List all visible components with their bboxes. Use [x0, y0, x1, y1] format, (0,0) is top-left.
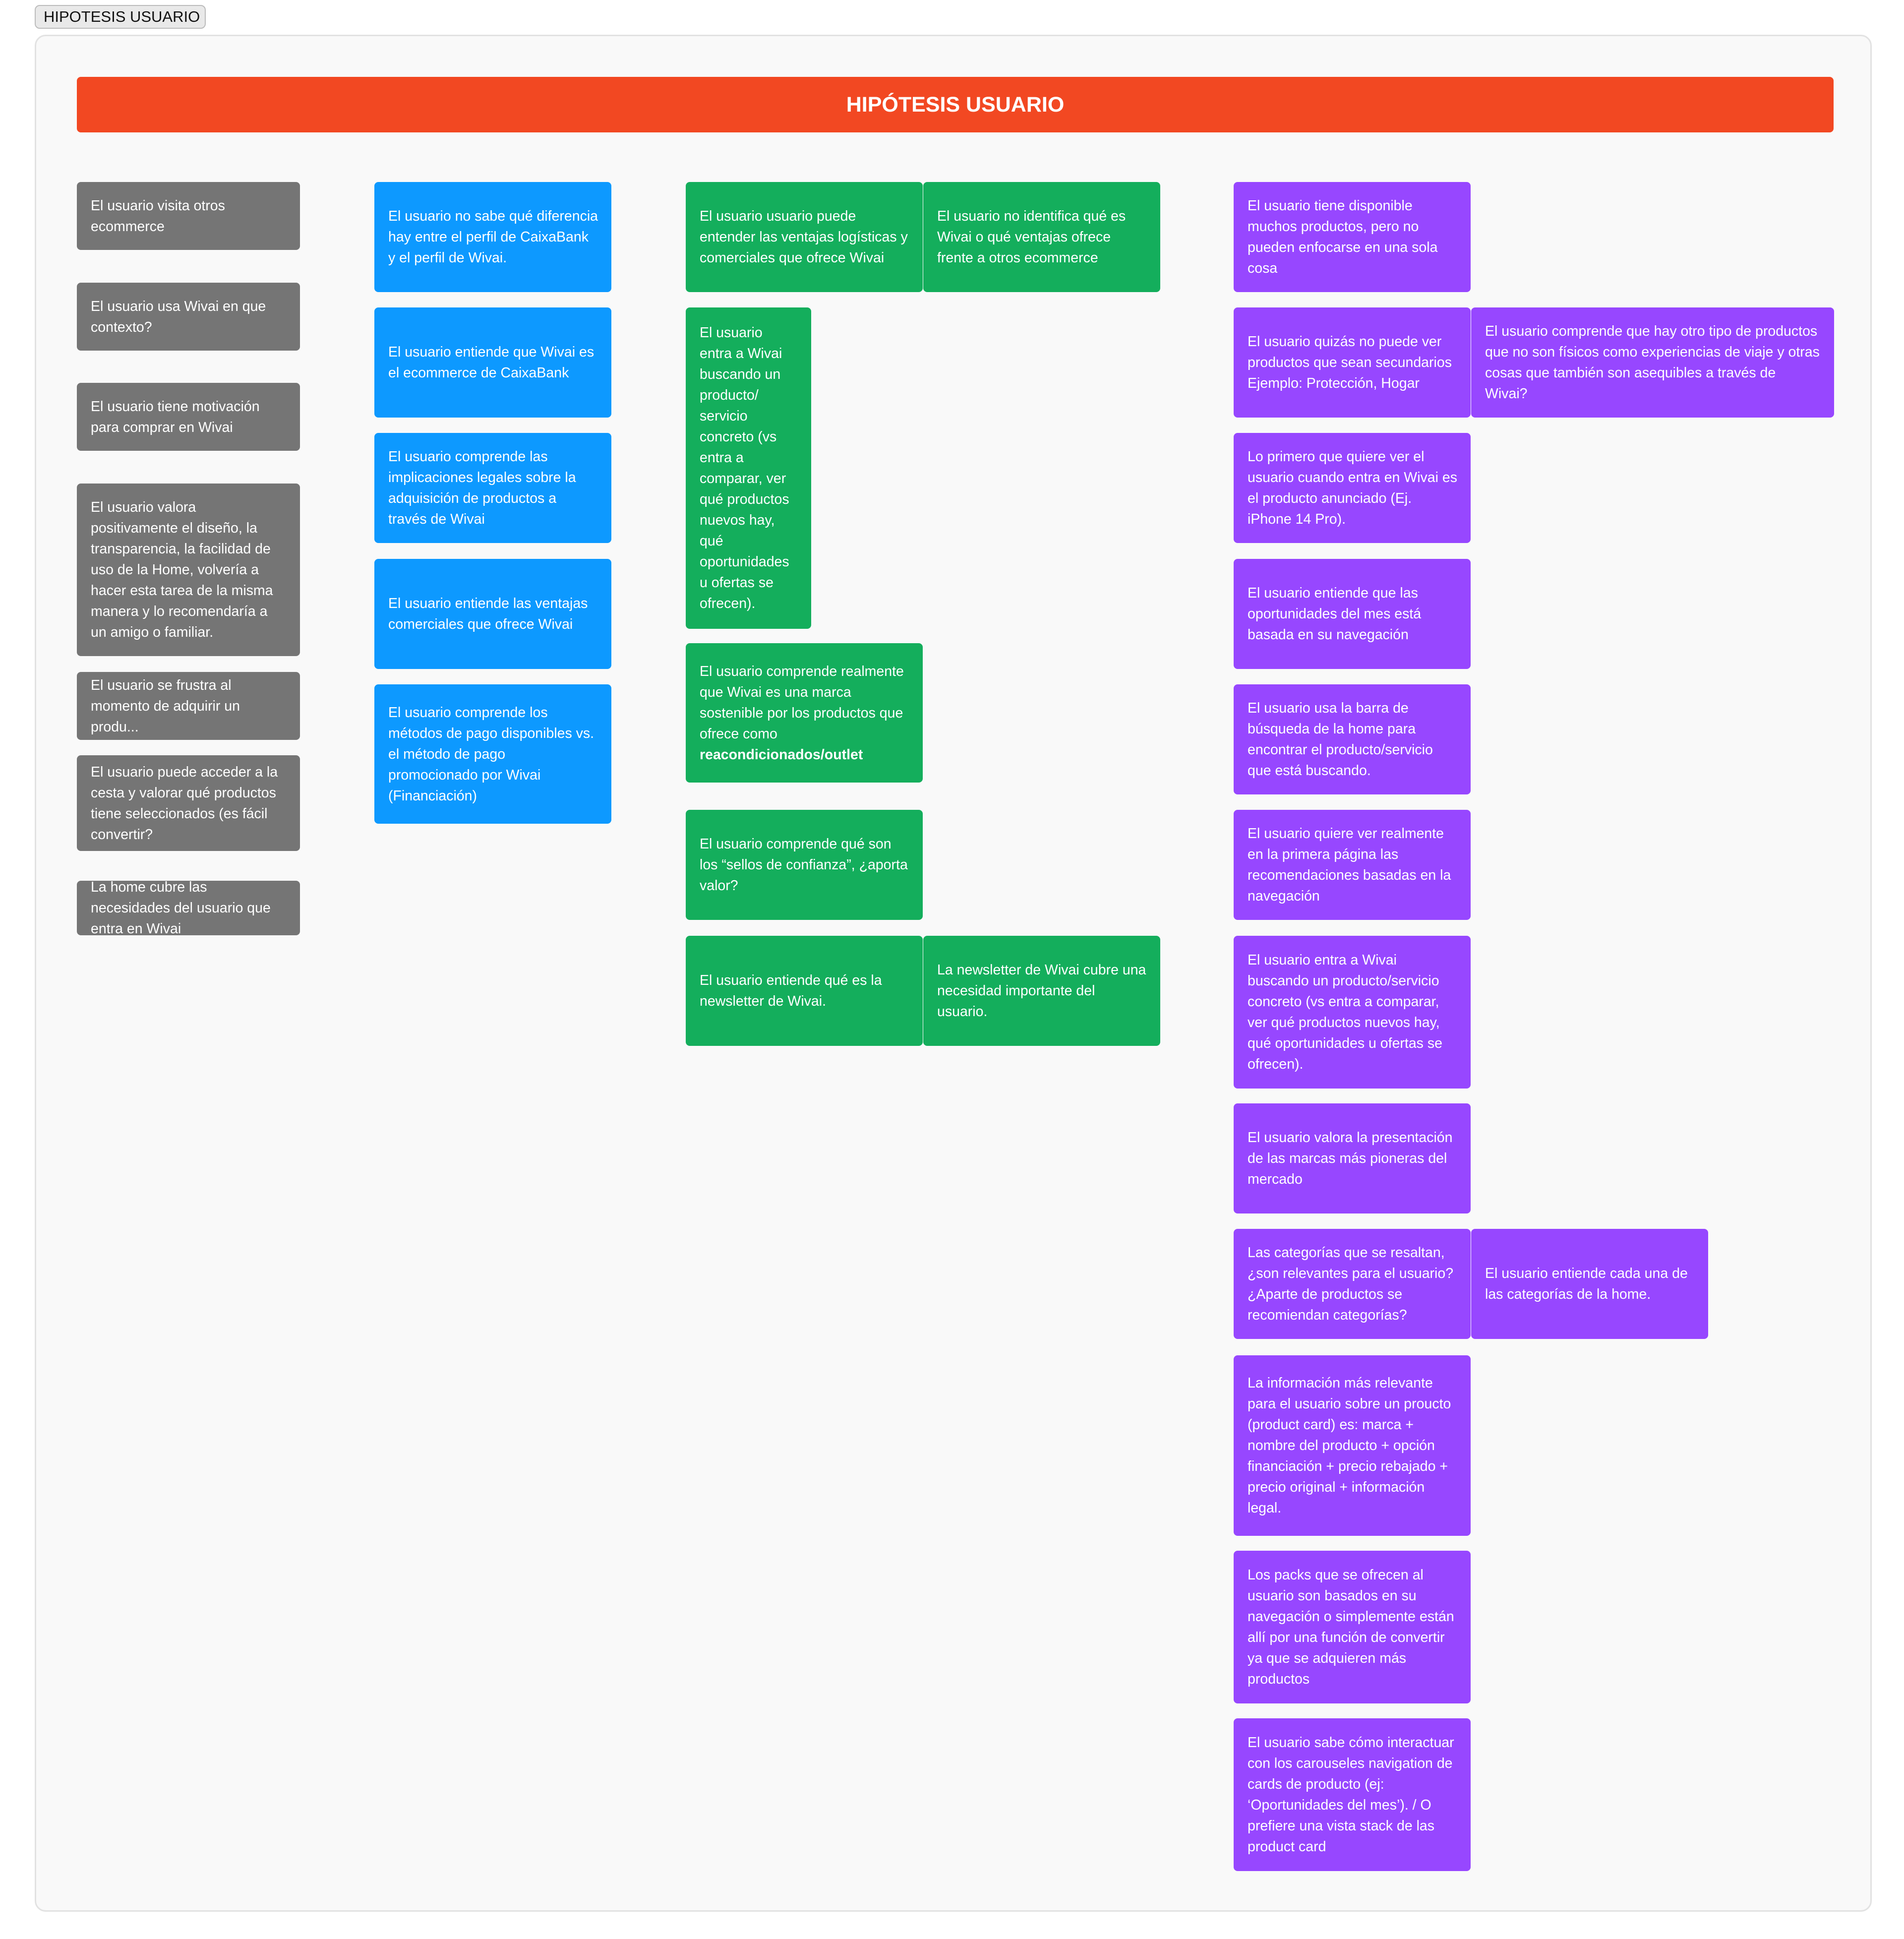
sticky-note[interactable]: El usuario quiere ver realmente en la pr…	[1234, 810, 1471, 920]
sticky-note-text: El usuario entra a Wivai buscando un pro…	[700, 325, 789, 611]
sticky-note-text: El usuario comprende realmente que Wivai…	[700, 661, 910, 765]
sticky-note[interactable]: El usuario tiene motivación para comprar…	[77, 383, 300, 451]
sticky-note-text: El usuario tiene motivación para comprar…	[91, 398, 260, 435]
sticky-note-text: El usuario usa la barra de búsqueda de l…	[1248, 700, 1433, 779]
sticky-note-text: El usuario puede acceder a la cesta y va…	[91, 764, 278, 843]
sticky-note[interactable]: El usuario comprende qué son los “sellos…	[686, 810, 923, 920]
sticky-note-text: El usuario no sabe qué diferencia hay en…	[388, 208, 598, 266]
sticky-note-text: El usuario usa Wivai en que contexto?	[91, 298, 266, 335]
sticky-note-text: El usuario comprende qué son los “sellos…	[700, 836, 908, 894]
sticky-note[interactable]: El usuario usuario puede entender las ve…	[686, 182, 923, 292]
sticky-note-text: El usuario usuario puede entender las ve…	[700, 208, 908, 266]
sticky-note-text: La home cubre las necesidades del usuari…	[91, 881, 271, 935]
sticky-note-text: El usuario sabe cómo interactuar con los…	[1248, 1735, 1454, 1855]
sticky-note-text: El usuario quiere ver realmente en la pr…	[1248, 826, 1451, 904]
sticky-note[interactable]: El usuario quizás no puede ver productos…	[1234, 307, 1471, 418]
sticky-note[interactable]: El usuario tiene disponible muchos produ…	[1234, 182, 1471, 292]
sticky-note[interactable]: El usuario comprende realmente que Wivai…	[686, 643, 923, 783]
sticky-note-text: El usuario entiende las ventajas comerci…	[388, 596, 588, 632]
sticky-note[interactable]: El usuario puede acceder a la cesta y va…	[77, 755, 300, 851]
sticky-note[interactable]: El usuario valora positivamente el diseñ…	[77, 484, 300, 656]
sticky-note-text-part: El usuario comprende realmente que Wivai…	[700, 663, 904, 742]
sticky-note[interactable]: El usuario sabe cómo interactuar con los…	[1234, 1718, 1471, 1871]
sticky-note-text: El usuario no identifica qué es Wivai o …	[937, 208, 1126, 266]
sticky-note-text: El usuario comprende los métodos de pago…	[388, 704, 595, 804]
sticky-note[interactable]: El usuario entiende las ventajas comerci…	[374, 559, 611, 669]
sticky-note-text: El usuario valora la presentación de las…	[1248, 1130, 1453, 1187]
sticky-note-text: El usuario entiende que las oportunidade…	[1248, 585, 1422, 643]
sticky-note-text: El usuario entra a Wivai buscando un pro…	[1248, 952, 1442, 1072]
board-title-banner: HIPÓTESIS USUARIO	[77, 77, 1834, 132]
sticky-note-text: Lo primero que quiere ver el usuario cua…	[1248, 449, 1457, 527]
sticky-note-text: Las categorías que se resaltan, ¿son rel…	[1248, 1245, 1454, 1323]
sticky-note[interactable]: El usuario usa la barra de búsqueda de l…	[1234, 684, 1471, 794]
sticky-note-text: El usuario comprende las implicaciones l…	[388, 449, 576, 527]
sticky-note[interactable]: El usuario entra a Wivai buscando un pro…	[1234, 936, 1471, 1089]
sticky-note-text: El usuario entiende cada una de las cate…	[1485, 1266, 1688, 1302]
sticky-note-text: El usuario valora positivamente el diseñ…	[91, 499, 273, 640]
sticky-note[interactable]: El usuario entiende cada una de las cate…	[1471, 1229, 1708, 1339]
sticky-note[interactable]: El usuario entiende que las oportunidade…	[1234, 559, 1471, 669]
sticky-note[interactable]: El usuario valora la presentación de las…	[1234, 1103, 1471, 1213]
sticky-note[interactable]: El usuario comprende que hay otro tipo d…	[1471, 307, 1834, 418]
sticky-note[interactable]: Las categorías que se resaltan, ¿son rel…	[1234, 1229, 1471, 1339]
sticky-note[interactable]: El usuario entiende qué es la newsletter…	[686, 936, 923, 1046]
sticky-note-text: La newsletter de Wivai cubre una necesid…	[937, 962, 1146, 1020]
sticky-note[interactable]: El usuario no sabe qué diferencia hay en…	[374, 182, 611, 292]
sticky-note[interactable]: Los packs que se ofrecen al usuario son …	[1234, 1551, 1471, 1703]
sticky-note[interactable]: Lo primero que quiere ver el usuario cua…	[1234, 433, 1471, 543]
sticky-note[interactable]: El usuario se frustra al momento de adqu…	[77, 672, 300, 740]
sticky-note[interactable]: La newsletter de Wivai cubre una necesid…	[923, 936, 1160, 1046]
sticky-note[interactable]: La información más relevante para el usu…	[1234, 1355, 1471, 1536]
sticky-note-text: El usuario tiene disponible muchos produ…	[1248, 198, 1438, 276]
sticky-note-text: La información más relevante para el usu…	[1248, 1375, 1451, 1516]
sticky-note[interactable]: El usuario comprende las implicaciones l…	[374, 433, 611, 543]
sticky-note-text: El usuario comprende que hay otro tipo d…	[1485, 323, 1820, 402]
sticky-note[interactable]: El usuario usa Wivai en que contexto?	[77, 283, 300, 351]
sticky-note[interactable]: El usuario entra a Wivai buscando un pro…	[686, 307, 811, 629]
sticky-note-text: El usuario se frustra al momento de adqu…	[91, 677, 240, 735]
sticky-note-text: El usuario entiende qué es la newsletter…	[700, 972, 882, 1009]
frame-label[interactable]: HIPOTESIS USUARIO	[35, 5, 206, 29]
sticky-note-text: El usuario quizás no puede ver productos…	[1248, 334, 1452, 391]
sticky-note[interactable]: El usuario entiende que Wivai es el ecom…	[374, 307, 611, 418]
sticky-note-text: El usuario entiende que Wivai es el ecom…	[388, 344, 595, 381]
sticky-note-text: El usuario visita otros ecommerce	[91, 197, 225, 235]
sticky-note[interactable]: El usuario visita otros ecommerce	[77, 182, 300, 250]
sticky-note-bold-text: reacondicionados/outlet	[700, 746, 863, 763]
sticky-note-text: Los packs que se ofrecen al usuario son …	[1248, 1567, 1454, 1687]
sticky-note[interactable]: La home cubre las necesidades del usuari…	[77, 881, 300, 935]
sticky-note[interactable]: El usuario comprende los métodos de pago…	[374, 684, 611, 824]
sticky-note[interactable]: El usuario no identifica qué es Wivai o …	[923, 182, 1160, 292]
